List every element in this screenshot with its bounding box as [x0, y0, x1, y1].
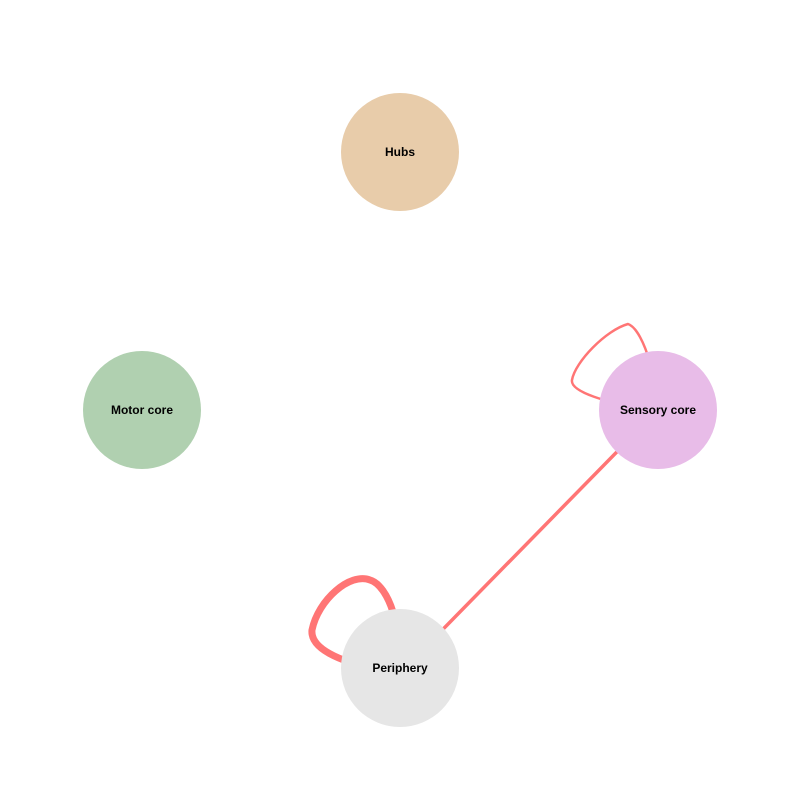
node-sensory-core-circle[interactable]: [599, 351, 717, 469]
node-motor-core-circle[interactable]: [83, 351, 201, 469]
nodes-layer: Hubs Motor core Sensory core Periphery: [83, 93, 717, 727]
node-motor-core-label: Motor core: [111, 403, 173, 417]
node-periphery-circle[interactable]: [341, 609, 459, 727]
edge-sensory-to-periphery: [403, 410, 658, 670]
node-hubs[interactable]: Hubs: [341, 93, 459, 211]
node-hubs-circle[interactable]: [341, 93, 459, 211]
node-hubs-label: Hubs: [385, 145, 415, 159]
edges-layer: [308, 322, 658, 676]
node-sensory-core[interactable]: Sensory core: [599, 351, 717, 469]
node-periphery[interactable]: Periphery: [341, 609, 459, 727]
node-periphery-label: Periphery: [372, 661, 428, 675]
node-motor-core[interactable]: Motor core: [83, 351, 201, 469]
node-sensory-core-label: Sensory core: [620, 403, 696, 417]
